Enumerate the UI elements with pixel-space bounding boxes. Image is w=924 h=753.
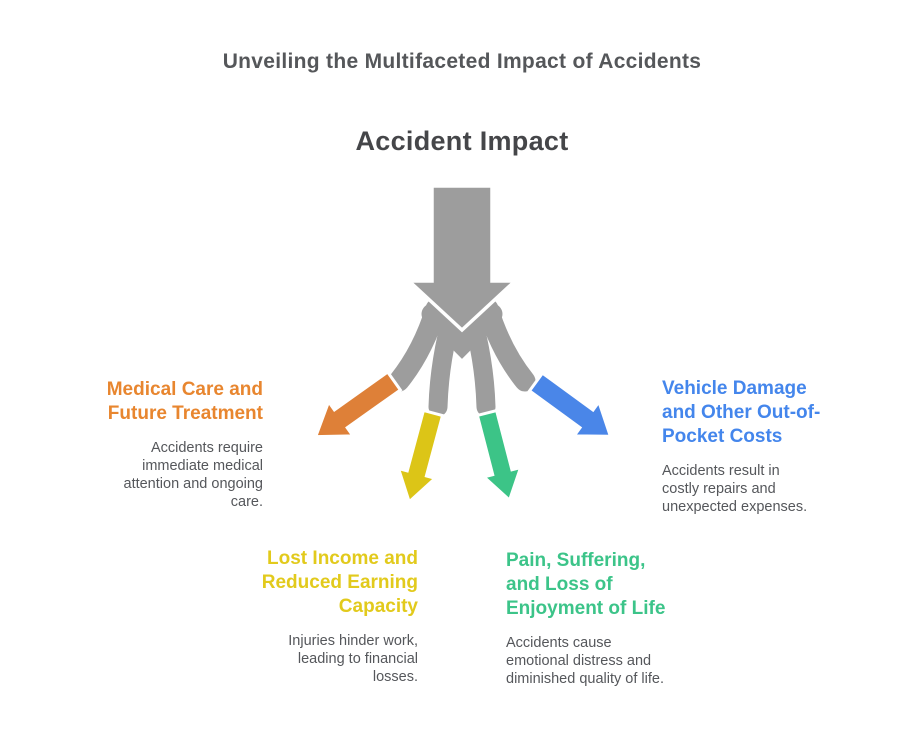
block-title: Medical Care and Future Treatment [62, 378, 263, 426]
block-title-line: Vehicle Damage [662, 378, 807, 399]
block-medical-care: Medical Care and Future Treatment Accide… [62, 378, 263, 511]
block-lost-income: Lost Income and Reduced Earning Capacity… [218, 547, 418, 686]
block-vehicle-damage: Vehicle Damage and Other Out-of- Pocket … [662, 377, 834, 516]
block-title-line: and Loss of [506, 574, 613, 595]
hub-chevron [421, 303, 503, 359]
block-title-line: Pocket Costs [662, 426, 783, 447]
block-body: Injuries hinder work, leading to financi… [288, 633, 418, 685]
arrow-medical [302, 362, 408, 456]
block-title-line: Pain, Suffering, [506, 550, 646, 571]
block-title: Lost Income and Reduced Earning Capacity [218, 547, 418, 619]
arrow-vehicle [522, 363, 625, 455]
block-title-line: Reduced Earning [261, 572, 418, 593]
block-title-line: Enjoyment of Life [506, 598, 666, 619]
block-title-line: Future Treatment [107, 403, 263, 424]
page-title: Unveiling the Multifaceted Impact of Acc… [222, 50, 702, 73]
block-title-line: Lost Income and [267, 548, 418, 569]
main-impact-arrow [404, 184, 520, 333]
finger-band-inner-right [467, 326, 496, 417]
block-body: Accidents require immediate medical atte… [123, 440, 264, 510]
block-title-line: Capacity [338, 596, 418, 617]
block-title: Pain, Suffering, and Loss of Enjoyment o… [506, 549, 681, 621]
diagram-title: Accident Impact [355, 126, 569, 156]
block-body: Accidents result in costly repairs and u… [662, 463, 808, 515]
block-body: Accidents cause emotional distress and d… [506, 635, 664, 687]
block-title-line: Medical Care and [106, 379, 263, 400]
block-title: Vehicle Damage and Other Out-of- Pocket … [662, 377, 834, 449]
arrow-pain [467, 406, 530, 507]
block-title-line: and Other Out-of- [662, 402, 821, 423]
arrow-lost-income [389, 406, 453, 509]
finger-band-inner-left [428, 326, 457, 417]
block-pain-suffering: Pain, Suffering, and Loss of Enjoyment o… [506, 549, 681, 688]
